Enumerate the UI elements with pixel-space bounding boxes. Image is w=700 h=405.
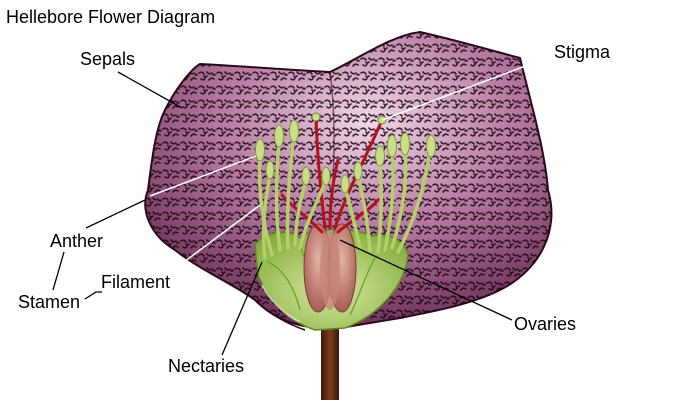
leader-ovaries xyxy=(339,239,513,321)
leader-stamen-vertical xyxy=(52,251,65,291)
leader-anther-line xyxy=(85,199,146,229)
diagram-title: Hellebore Flower Diagram xyxy=(6,7,216,27)
label-filament: Filament xyxy=(101,272,171,292)
label-ovaries: Ovaries xyxy=(514,314,577,334)
label-stamen: Stamen xyxy=(18,292,81,312)
leader-stamen-horizontal xyxy=(84,291,102,300)
leader-sepals xyxy=(117,71,183,109)
leader-nectaries xyxy=(221,261,263,356)
leader-lines-white xyxy=(149,55,553,269)
leader-lines xyxy=(52,71,513,356)
leader-stigma xyxy=(381,55,553,121)
label-anther: Anther xyxy=(50,231,104,251)
label-nectaries: Nectaries xyxy=(168,356,245,376)
ovaries xyxy=(303,223,357,313)
label-stigma: Stigma xyxy=(554,42,611,62)
leader-anther xyxy=(149,155,257,197)
stamens xyxy=(255,119,436,260)
stigma-tip-left xyxy=(311,112,321,122)
leader-filament xyxy=(175,204,261,269)
stem xyxy=(321,318,339,400)
stigma-styles xyxy=(280,116,384,234)
label-sepals: Sepals xyxy=(80,49,136,69)
